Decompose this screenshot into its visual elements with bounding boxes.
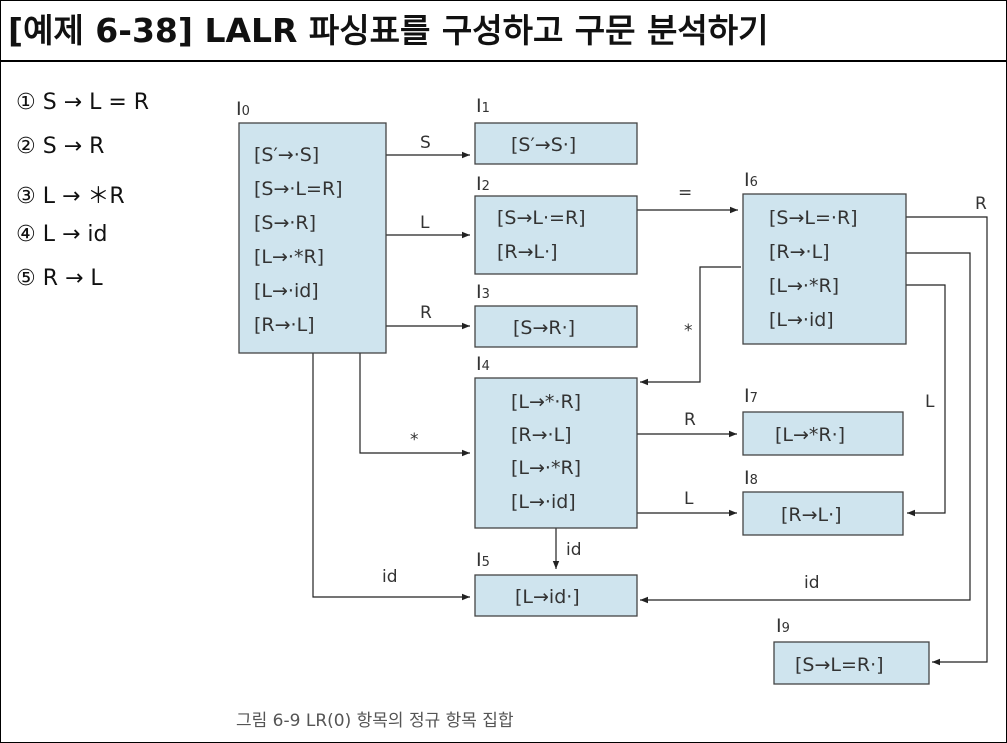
edge-label-i6-i4: *: [684, 321, 693, 341]
state-i4-item: [L→*·R]: [511, 391, 581, 413]
state-i6-item: [L→·id]: [769, 309, 834, 331]
title-divider: [0, 60, 1007, 62]
state-i3-label: I3: [476, 281, 490, 303]
state-i7-box: [742, 411, 904, 456]
state-i6: I6 [S→L=·R] [R→·L] [L→·*R] [L→·id]: [742, 169, 907, 345]
state-i9-label: I9: [776, 615, 790, 637]
edge-label-i0-i5: id: [382, 567, 398, 587]
state-i4-label: I4: [476, 353, 490, 375]
state-i5-label: I5: [476, 549, 490, 571]
state-i3-item: [S→R·]: [513, 317, 575, 339]
state-i0-item: [S→·R]: [254, 212, 316, 234]
grammar-rule-3: ③ L → ＊R: [16, 184, 125, 209]
edge-label-i0-i3: R: [420, 303, 432, 323]
state-i7-item: [L→*R·]: [775, 424, 845, 446]
edge-i6-i8: [906, 284, 946, 517]
edge-label-i0-i1: S: [420, 133, 431, 153]
grammar-rule-1: ① S → L = R: [16, 90, 150, 115]
state-i1-box: [474, 122, 638, 165]
edge-label-i6-i9: R: [975, 194, 987, 214]
state-i0-item: [S→·L=R]: [254, 178, 343, 200]
state-i0-item: [L→·*R]: [254, 246, 324, 268]
grammar-rule-4: ④ L → id: [16, 222, 108, 247]
state-i5: I5 [L→id·]: [474, 549, 638, 617]
state-i6-item: [S→L=·R]: [769, 207, 858, 229]
edge-label-i2-i6: =: [678, 183, 692, 203]
state-i2-label: I2: [476, 173, 490, 195]
state-i0-label: I0: [236, 98, 250, 120]
state-i1-item: [S′→S·]: [511, 134, 576, 156]
edge-label-i4-i7: R: [684, 410, 696, 430]
figure-caption: 그림 6-9 LR(0) 항목의 정규 항목 집합: [236, 711, 514, 731]
state-i6-label: I6: [744, 169, 758, 191]
edge-i0-i4: [359, 353, 470, 457]
state-i9: I9 [S→L=R·]: [773, 615, 930, 685]
state-i7-label: I7: [744, 385, 758, 407]
state-i5-box: [474, 574, 638, 617]
grammar-rule-2: ② S → R: [16, 134, 105, 159]
state-i4-item: [L→·*R]: [511, 457, 581, 479]
state-i1: I1 [S′→S·]: [474, 95, 638, 165]
edge-label-i0-i2: L: [420, 213, 430, 233]
edge-label-i0-i4: *: [410, 430, 419, 450]
state-i7: I7 [L→*R·]: [742, 385, 904, 456]
state-i0-item: [L→·id]: [254, 280, 319, 302]
slide-title: [예제 6-38] LALR 파싱표를 구성하고 구문 분석하기: [8, 11, 769, 50]
edge-label-i4-i8: L: [684, 489, 694, 509]
edge-label-i6-i5: id: [804, 573, 820, 593]
state-i2-item: [R→L·]: [497, 241, 558, 263]
state-i0: I0 [S′→·S] [S→·L=R] [S→·R] [L→·*R] [L→·i…: [236, 98, 387, 354]
state-i4-item: [L→·id]: [511, 491, 576, 513]
grammar-rule-5: ⑤ R → L: [16, 266, 103, 291]
state-i0-item: [R→·L]: [254, 314, 315, 336]
edge-i6-i9: [906, 216, 988, 666]
state-i2-item: [S→L·=R]: [497, 207, 586, 229]
edge-i0-i5: [312, 353, 470, 601]
edge-i6-i5: [640, 252, 971, 604]
state-i6-item: [L→·*R]: [769, 275, 839, 297]
transition-edges: [312, 151, 988, 666]
state-i9-box: [773, 641, 930, 685]
state-i2-box: [474, 195, 638, 275]
state-i2: I2 [S→L·=R] [R→L·]: [474, 173, 638, 275]
state-i0-box: [238, 122, 387, 354]
state-i4-box: [474, 377, 638, 529]
state-i6-box: [742, 193, 907, 345]
state-i1-label: I1: [476, 95, 490, 117]
state-i8-label: I8: [744, 467, 758, 489]
transition-labels: S L R * id = * R L id R L id: [382, 133, 987, 593]
state-i5-item: [L→id·]: [515, 586, 580, 608]
state-i3-box: [474, 305, 638, 348]
state-i9-item: [S→L=R·]: [795, 654, 884, 676]
state-i4-item: [R→·L]: [511, 424, 572, 446]
state-i3: I3 [S→R·]: [474, 281, 638, 348]
edge-label-i6-i8: L: [925, 392, 935, 412]
state-i8-item: [R→L·]: [781, 504, 842, 526]
state-i0-item: [S′→·S]: [254, 144, 319, 166]
edge-i6-i4: [640, 266, 741, 386]
state-i8: I8 [R→L·]: [742, 467, 904, 536]
edge-label-i4-i5: id: [566, 540, 582, 560]
state-i4: I4 [L→*·R] [R→·L] [L→·*R] [L→·id]: [474, 353, 638, 529]
state-i6-item: [R→·L]: [769, 241, 830, 263]
state-i8-box: [742, 491, 904, 536]
